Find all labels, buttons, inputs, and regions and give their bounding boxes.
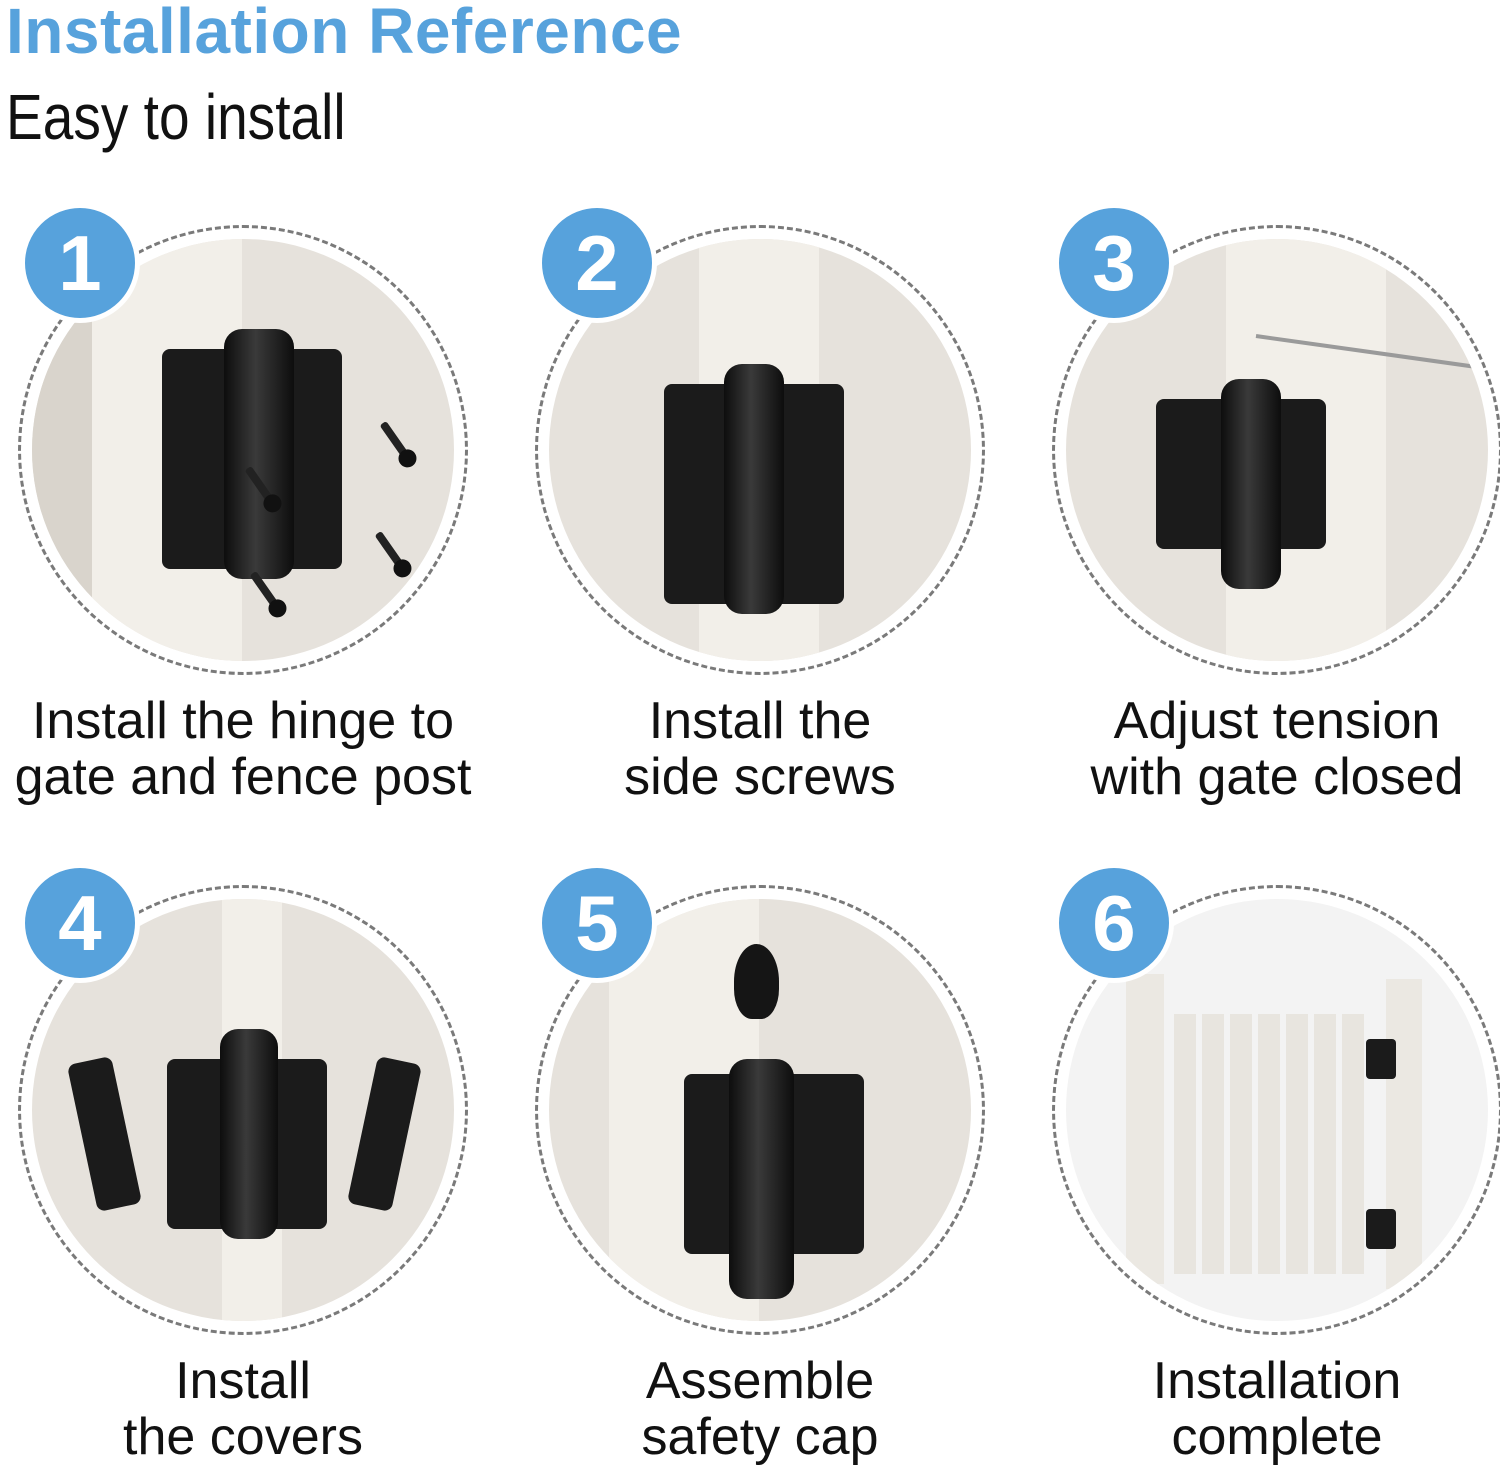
step-6: 6 Installation complete [1042,855,1500,1475]
caption-line: Install [175,1352,311,1410]
screw-icon [374,530,408,574]
step-caption: Install the covers [8,1353,478,1465]
step-caption: Adjust tension with gate closed [1042,693,1500,805]
hinge-barrel [1221,379,1281,589]
step-image-frame [535,225,985,675]
caption-line: Installation [1152,1352,1402,1410]
caption-line: Assemble [645,1352,875,1410]
safety-cap-icon [734,944,779,1019]
dashed-ring [18,225,468,675]
hinge-barrel [220,1029,278,1239]
step-caption: Install the hinge to gate and fence post [8,693,478,805]
step-3: 3 Adjust tension with gate closed [1042,195,1500,815]
hinge-icon [1366,1209,1396,1249]
hinge-plate [774,384,844,604]
caption-line: complete [1171,1408,1383,1466]
step-image-frame [18,225,468,675]
hinge-icon [1366,1039,1396,1079]
caption-line: the covers [123,1408,363,1466]
step-number-badge: 2 [537,203,657,323]
hinge-barrel [729,1059,794,1299]
caption-line: Install the hinge to [31,692,455,750]
step-number-badge: 4 [20,863,140,983]
step-number-badge: 3 [1054,203,1174,323]
hinge-with-screws-image [32,239,454,661]
hinge-cover [346,1055,423,1213]
caption-line: Install the [648,692,872,750]
step-caption: Install the side screws [525,693,995,805]
caption-line: Adjust tension [1113,692,1441,750]
hinge-plate [664,384,734,604]
page-subtitle: Easy to install [6,81,346,153]
step-caption: Installation complete [1042,1353,1500,1465]
dashed-ring [18,885,468,1335]
step-caption: Assemble safety cap [525,1353,995,1465]
dashed-ring [535,885,985,1335]
hinge-barrel [224,329,294,579]
hinge-cover [66,1055,143,1213]
step-number-badge: 1 [20,203,140,323]
caption-line: safety cap [641,1408,879,1466]
caption-line: side screws [624,748,896,806]
step-number-badge: 6 [1054,863,1174,983]
dashed-ring [535,225,985,675]
caption-line: gate and fence post [14,748,472,806]
step-image-frame [1052,225,1500,675]
step-number-badge: 5 [537,863,657,983]
step-4: 4 Install the covers [8,855,508,1475]
caption-line: with gate closed [1090,748,1464,806]
step-image-frame [535,885,985,1335]
hinge-hex-key-image [1066,239,1488,661]
step-5: 5 Assemble safety cap [525,855,1025,1475]
hinge-barrel [724,364,784,614]
screw-icon [379,420,413,464]
page-title: Installation Reference [6,0,683,67]
gate-post [1126,974,1164,1284]
hinge-side-screws-image [549,239,971,661]
step-2: 2 Install the side screws [525,195,1025,815]
step-1: 1 Install the hinge to gate and fence po… [8,195,508,815]
